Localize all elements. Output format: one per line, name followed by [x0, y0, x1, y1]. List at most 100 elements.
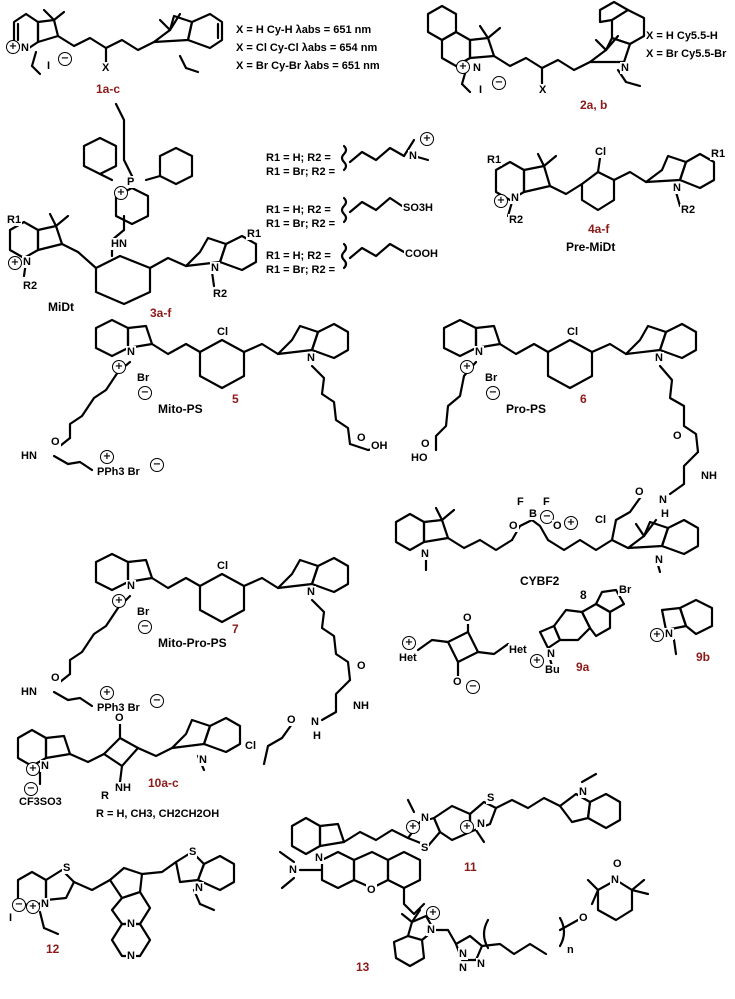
atom-iodide: I	[46, 60, 52, 72]
compound-name-pro-ps: Pro-PS	[506, 402, 547, 416]
r-substituents: R = H, CH3, CH2CH2OH	[96, 808, 220, 820]
atom-r1: R1	[486, 154, 503, 166]
atom-n: N	[126, 950, 136, 962]
atom-o: O	[356, 432, 367, 444]
compound-id-8: 8	[580, 588, 587, 602]
compound-id-3a-f: 3a-f	[150, 306, 172, 320]
atom-pph3-br: PPh3 Br	[96, 702, 141, 714]
atom-n: N	[20, 42, 30, 54]
atom-n: N	[546, 648, 556, 660]
atom-nh: NH	[114, 782, 132, 794]
atom-n: N	[476, 958, 486, 970]
positive-charge-icon: +	[6, 40, 20, 54]
atom-r1: R1	[710, 148, 727, 160]
atom-n: N	[510, 192, 520, 204]
atom-n: N	[306, 586, 316, 598]
positive-charge-icon: +	[494, 194, 508, 208]
atom-o: O	[552, 520, 563, 532]
atom-cl: Cl	[244, 740, 257, 752]
atom-n: N	[40, 760, 50, 772]
atom-n: N	[310, 716, 320, 728]
positive-charge-icon: +	[112, 360, 126, 374]
structure-3a-f	[8, 102, 258, 306]
atom-s: S	[188, 846, 198, 858]
positive-charge-icon: +	[456, 60, 470, 74]
compound-id-1a-c: 1a-c	[96, 82, 121, 96]
r-definition-row: R1 = H; R2 =	[266, 204, 331, 216]
atom-o: O	[672, 430, 683, 442]
atom-bu: Bu	[544, 664, 561, 676]
compound-id-10a-c: 10a-c	[148, 776, 179, 790]
atom-n: N	[578, 786, 588, 798]
atom-n: N	[672, 182, 682, 194]
atom-br: Br	[136, 372, 151, 384]
atom-n: N	[306, 352, 316, 364]
positive-charge-icon: +	[26, 762, 40, 776]
atom-f: F	[516, 496, 525, 508]
atom-cl: Cl	[566, 326, 579, 338]
atom-n: N	[458, 948, 468, 960]
atom-pph3-br: PPh3 Br	[96, 466, 141, 478]
atom-n: N	[420, 812, 430, 824]
atom-n: N	[40, 898, 50, 910]
cy55-h-row: X = H Cy5.5-H	[646, 30, 718, 42]
structure-11	[290, 772, 622, 856]
atom-o: O	[50, 436, 61, 448]
atom-nh: HN	[20, 686, 38, 698]
atom-het: Het	[508, 644, 528, 656]
atom-p: P	[126, 176, 136, 188]
atom-n: N	[458, 962, 468, 974]
positive-charge-icon: +	[564, 516, 578, 530]
cy-br-row: X = Br Cy-Br λabs = 651 nm	[236, 60, 380, 72]
positive-charge-icon: +	[460, 820, 474, 834]
atom-f: F	[542, 496, 551, 508]
structure-1a-c	[12, 8, 224, 76]
atom-ho: HO	[410, 452, 429, 464]
positive-charge-icon: +	[100, 450, 114, 464]
compound-name-mito-pro-ps: Mito-Pro-PS	[158, 636, 227, 650]
atom-o: O	[366, 884, 377, 896]
atom-oh: OH	[370, 440, 389, 452]
structure-5	[52, 318, 390, 472]
atom-nh: HN	[20, 450, 38, 462]
atom-cl: Cl	[216, 326, 229, 338]
cy-h-row: X = H Cy-H λabs = 651 nm	[236, 24, 372, 36]
atom-n: N	[126, 346, 136, 358]
atom-o: O	[50, 672, 61, 684]
compound-id-12: 12	[46, 942, 60, 956]
negative-charge-icon: −	[492, 76, 506, 90]
atom-br: Br	[484, 372, 499, 384]
negative-charge-icon: −	[150, 458, 164, 472]
compound-id-2a-b: 2a, b	[580, 98, 608, 112]
atom-o: O	[420, 438, 431, 450]
negative-charge-icon: −	[24, 782, 38, 796]
compound-id-9b: 9b	[696, 650, 711, 664]
positive-charge-icon: +	[530, 654, 544, 668]
structure-8	[394, 506, 700, 574]
cy-cl-row: X = Cl Cy-Cl λabs = 654 nm	[236, 42, 378, 54]
atom-o: O	[356, 660, 367, 672]
atom-r2: R2	[680, 204, 697, 216]
atom-r2: R2	[212, 288, 229, 300]
atom-n: N	[664, 628, 674, 640]
compound-name-midt: MiDt	[48, 300, 74, 314]
r-group-sulfonic-acid: SO3H	[402, 202, 434, 214]
atom-br: Br	[618, 584, 633, 596]
positive-charge-icon: +	[26, 900, 40, 914]
compound-id-9a: 9a	[576, 660, 590, 674]
atom-cf3so3: CF3SO3	[18, 796, 63, 808]
atom-n: N	[194, 882, 204, 894]
compound-id-11: 11	[464, 860, 477, 874]
negative-charge-icon: −	[58, 52, 72, 66]
atom-nh: HN	[110, 238, 128, 250]
atom-n: N	[476, 818, 486, 830]
structure-9	[416, 588, 714, 678]
compound-name-mito-ps: Mito-PS	[158, 402, 203, 416]
atom-nh: NH	[352, 700, 370, 712]
atom-iodide: I	[8, 912, 14, 924]
positive-charge-icon: +	[406, 820, 420, 834]
negative-charge-icon: −	[138, 620, 152, 634]
negative-charge-icon: −	[138, 386, 152, 400]
positive-charge-icon: +	[650, 628, 664, 642]
atom-n: N	[22, 256, 32, 268]
